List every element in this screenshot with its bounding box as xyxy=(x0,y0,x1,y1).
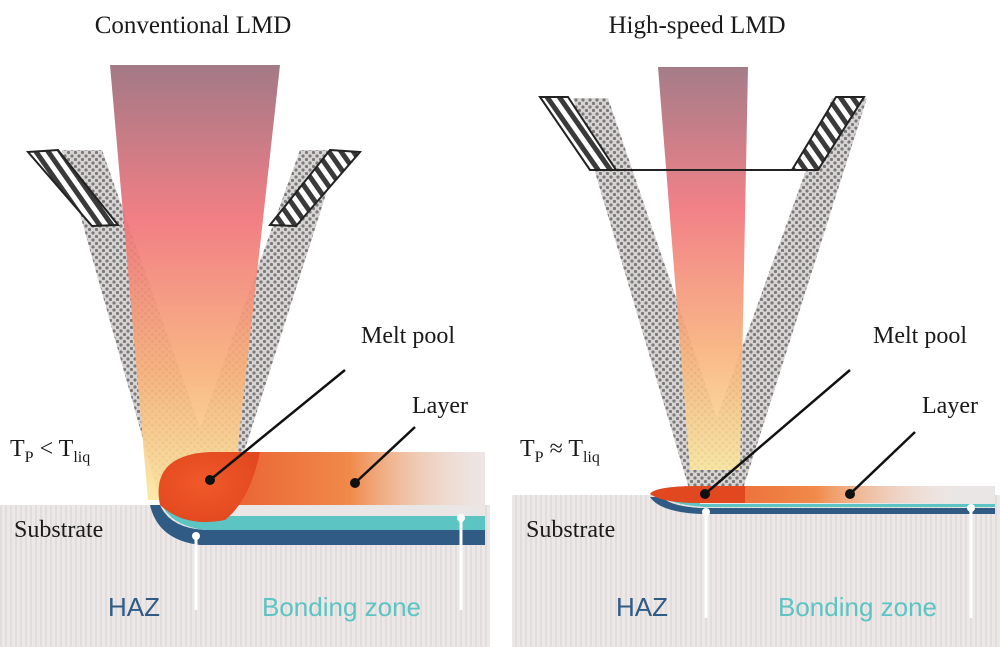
left-temperature-relation: TP < Tliq xyxy=(10,436,90,466)
left-haz-label: HAZ xyxy=(108,592,160,622)
left-bonding-zone xyxy=(162,505,485,530)
right-substrate-label: Substrate xyxy=(526,517,615,543)
left-title: Conventional LMD xyxy=(95,12,292,39)
right-melt-pool-leader xyxy=(704,369,851,495)
left-melt-pool-leader xyxy=(209,369,346,481)
right-temperature-relation: TP ≈ Tliq xyxy=(520,436,600,466)
left-melt-pool-label: Melt pool xyxy=(361,323,455,349)
right-title: High-speed LMD xyxy=(608,12,785,39)
right-bonding-zone xyxy=(662,497,995,507)
right-layer-leader xyxy=(849,431,916,495)
left-laser-beam xyxy=(110,65,280,500)
right-melt-pool-label: Melt pool xyxy=(873,323,967,349)
right-bonding-label: Bonding zone xyxy=(778,592,937,622)
right-haz-label: HAZ xyxy=(616,592,668,622)
left-nozzle-left xyxy=(25,148,121,228)
left-haz-zone xyxy=(150,505,485,545)
left-layer-label: Layer xyxy=(412,393,468,419)
right-panel: High-speed LMD Melt pool Layer TP ≈ Tliq… xyxy=(512,12,1000,647)
left-bonding-label: Bonding zone xyxy=(262,592,421,622)
right-substrate xyxy=(512,495,1000,647)
left-substrate-label: Substrate xyxy=(14,517,103,543)
right-layer-label: Layer xyxy=(922,393,978,419)
left-nozzle-right xyxy=(267,148,363,228)
left-layer-leader xyxy=(354,426,416,484)
left-melt-pool xyxy=(158,452,260,523)
right-melt-pool xyxy=(650,486,745,503)
left-panel: Conventional LMD Melt pool Layer TP < Tl… xyxy=(0,12,490,647)
right-haz-zone xyxy=(650,497,995,514)
right-laser-beam xyxy=(658,67,748,470)
